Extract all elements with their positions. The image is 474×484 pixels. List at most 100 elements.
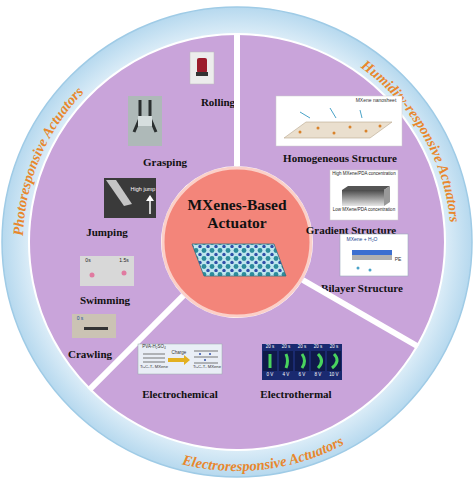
- panel-caption: Swimming: [66, 294, 144, 306]
- separator: [303, 280, 418, 347]
- figure-label: 20 s: [294, 345, 310, 350]
- center-title: MXenes-Based Actuator: [177, 196, 297, 232]
- mxene-layer: [352, 250, 392, 255]
- pe-layer: [352, 255, 392, 260]
- charge-arrow: [168, 355, 190, 365]
- figure-label: 0s: [81, 258, 95, 264]
- ions: [199, 353, 211, 361]
- figure-label: PE: [392, 257, 404, 263]
- dot: [299, 131, 302, 134]
- mxene-stack: [143, 354, 165, 362]
- figure-label: MXene + H₂O: [342, 237, 382, 243]
- figure-label: Low MXene/PDA concentration: [330, 208, 398, 213]
- figure-label: 20 s: [326, 345, 342, 350]
- figure-label: 10 V: [326, 373, 342, 378]
- block-side: [384, 186, 390, 206]
- jumping-photo: [104, 178, 156, 218]
- swimming-photo: [80, 256, 134, 286]
- sector-fill: [91, 280, 417, 449]
- panel-caption: Electrochemical: [134, 388, 226, 400]
- rolling-photo: [190, 52, 214, 84]
- figure-label: 0 s: [73, 316, 87, 322]
- bilayer-figure: [340, 234, 408, 276]
- crawler: [84, 327, 108, 330]
- block-top: [342, 186, 390, 190]
- rolling-cylinder: [197, 58, 207, 73]
- electrochemical-figure: [138, 344, 222, 374]
- ring-heading: Electroresponsive Actuators: [180, 433, 346, 475]
- separator: [234, 33, 240, 166]
- ring-heading-text: Electroresponsive Actuators: [180, 433, 346, 475]
- figure-label: Charge: [168, 351, 190, 356]
- water-drop: [369, 269, 372, 272]
- homogeneous-figure: [276, 96, 402, 146]
- jump-arrow-head: [146, 195, 154, 201]
- circle-outline: [161, 166, 313, 318]
- figure-label: High jump: [126, 186, 160, 192]
- strip: [286, 354, 288, 368]
- light-beam: [106, 180, 132, 206]
- panel-caption: Grasping: [123, 156, 207, 168]
- crawling-photo: [72, 314, 116, 338]
- figure-label: 20 s: [310, 345, 326, 350]
- figure-label: 6 V: [294, 373, 310, 378]
- figure-label: 8 V: [310, 373, 326, 378]
- figure-label: 20 s: [262, 345, 278, 350]
- bending-strips: [270, 354, 337, 368]
- film-slab: [284, 122, 392, 138]
- grasped-object: [138, 116, 152, 126]
- figure-label: Ti₃C₂Tₓ MXene: [192, 365, 222, 370]
- ring-heading-text: Photoresponsive Actuators: [10, 83, 86, 236]
- electrothermal-figure: [262, 344, 342, 380]
- strip: [269, 354, 272, 368]
- figure-label: Ti₃C₂Tₓ MXene: [139, 365, 169, 370]
- frame: [327, 351, 341, 371]
- dot: [333, 132, 336, 135]
- figure-label: 1.5s: [116, 258, 132, 264]
- moisture-arrows: [300, 108, 362, 118]
- sector-separators: [89, 33, 418, 390]
- circle-fill: [163, 168, 311, 316]
- frame: [263, 351, 277, 371]
- panel-caption: Jumping: [62, 226, 152, 238]
- strip: [332, 354, 337, 368]
- dot: [317, 127, 320, 130]
- ring-inner-border: [28, 33, 446, 451]
- water-drop: [357, 267, 360, 270]
- nanosheet-dots: [299, 125, 382, 135]
- gradient-block: [342, 190, 384, 206]
- figure-label: 0 V: [262, 373, 278, 378]
- dot: [365, 130, 368, 133]
- frame: [279, 351, 293, 371]
- panel-caption: Electrothermal: [250, 388, 342, 400]
- figure-label: 20 s: [278, 345, 294, 350]
- figure-label: PVA-H₂SO₄: [138, 345, 170, 350]
- ring-band: [2, 7, 472, 477]
- figure-label: 4 V: [278, 373, 294, 378]
- gripper: [134, 100, 156, 132]
- mxene-stack: [194, 351, 218, 363]
- sector-fill: [237, 35, 444, 346]
- electrothermal-frames: [263, 351, 341, 371]
- ion: [199, 353, 201, 355]
- dot: [379, 125, 382, 128]
- center-circle: MXenes-Based Actuator: [161, 166, 313, 318]
- separator: [89, 296, 183, 390]
- jump-arrow: [149, 200, 151, 214]
- frame: [295, 351, 309, 371]
- figure-label: High MXene/PDA concentration: [330, 172, 398, 177]
- strip: [302, 354, 305, 368]
- gradient-figure: [330, 170, 398, 220]
- dot: [349, 126, 352, 129]
- ring-heading: Photoresponsive Actuators: [10, 83, 86, 236]
- ion: [204, 359, 206, 361]
- ion: [209, 353, 211, 355]
- figure-label: MXene nanosheet: [353, 98, 399, 104]
- frame: [311, 351, 325, 371]
- swimmer: [90, 273, 95, 278]
- mxene-lattice: [192, 244, 286, 276]
- rolling-base: [196, 72, 208, 76]
- panel-caption: Homogeneous Structure: [272, 152, 408, 164]
